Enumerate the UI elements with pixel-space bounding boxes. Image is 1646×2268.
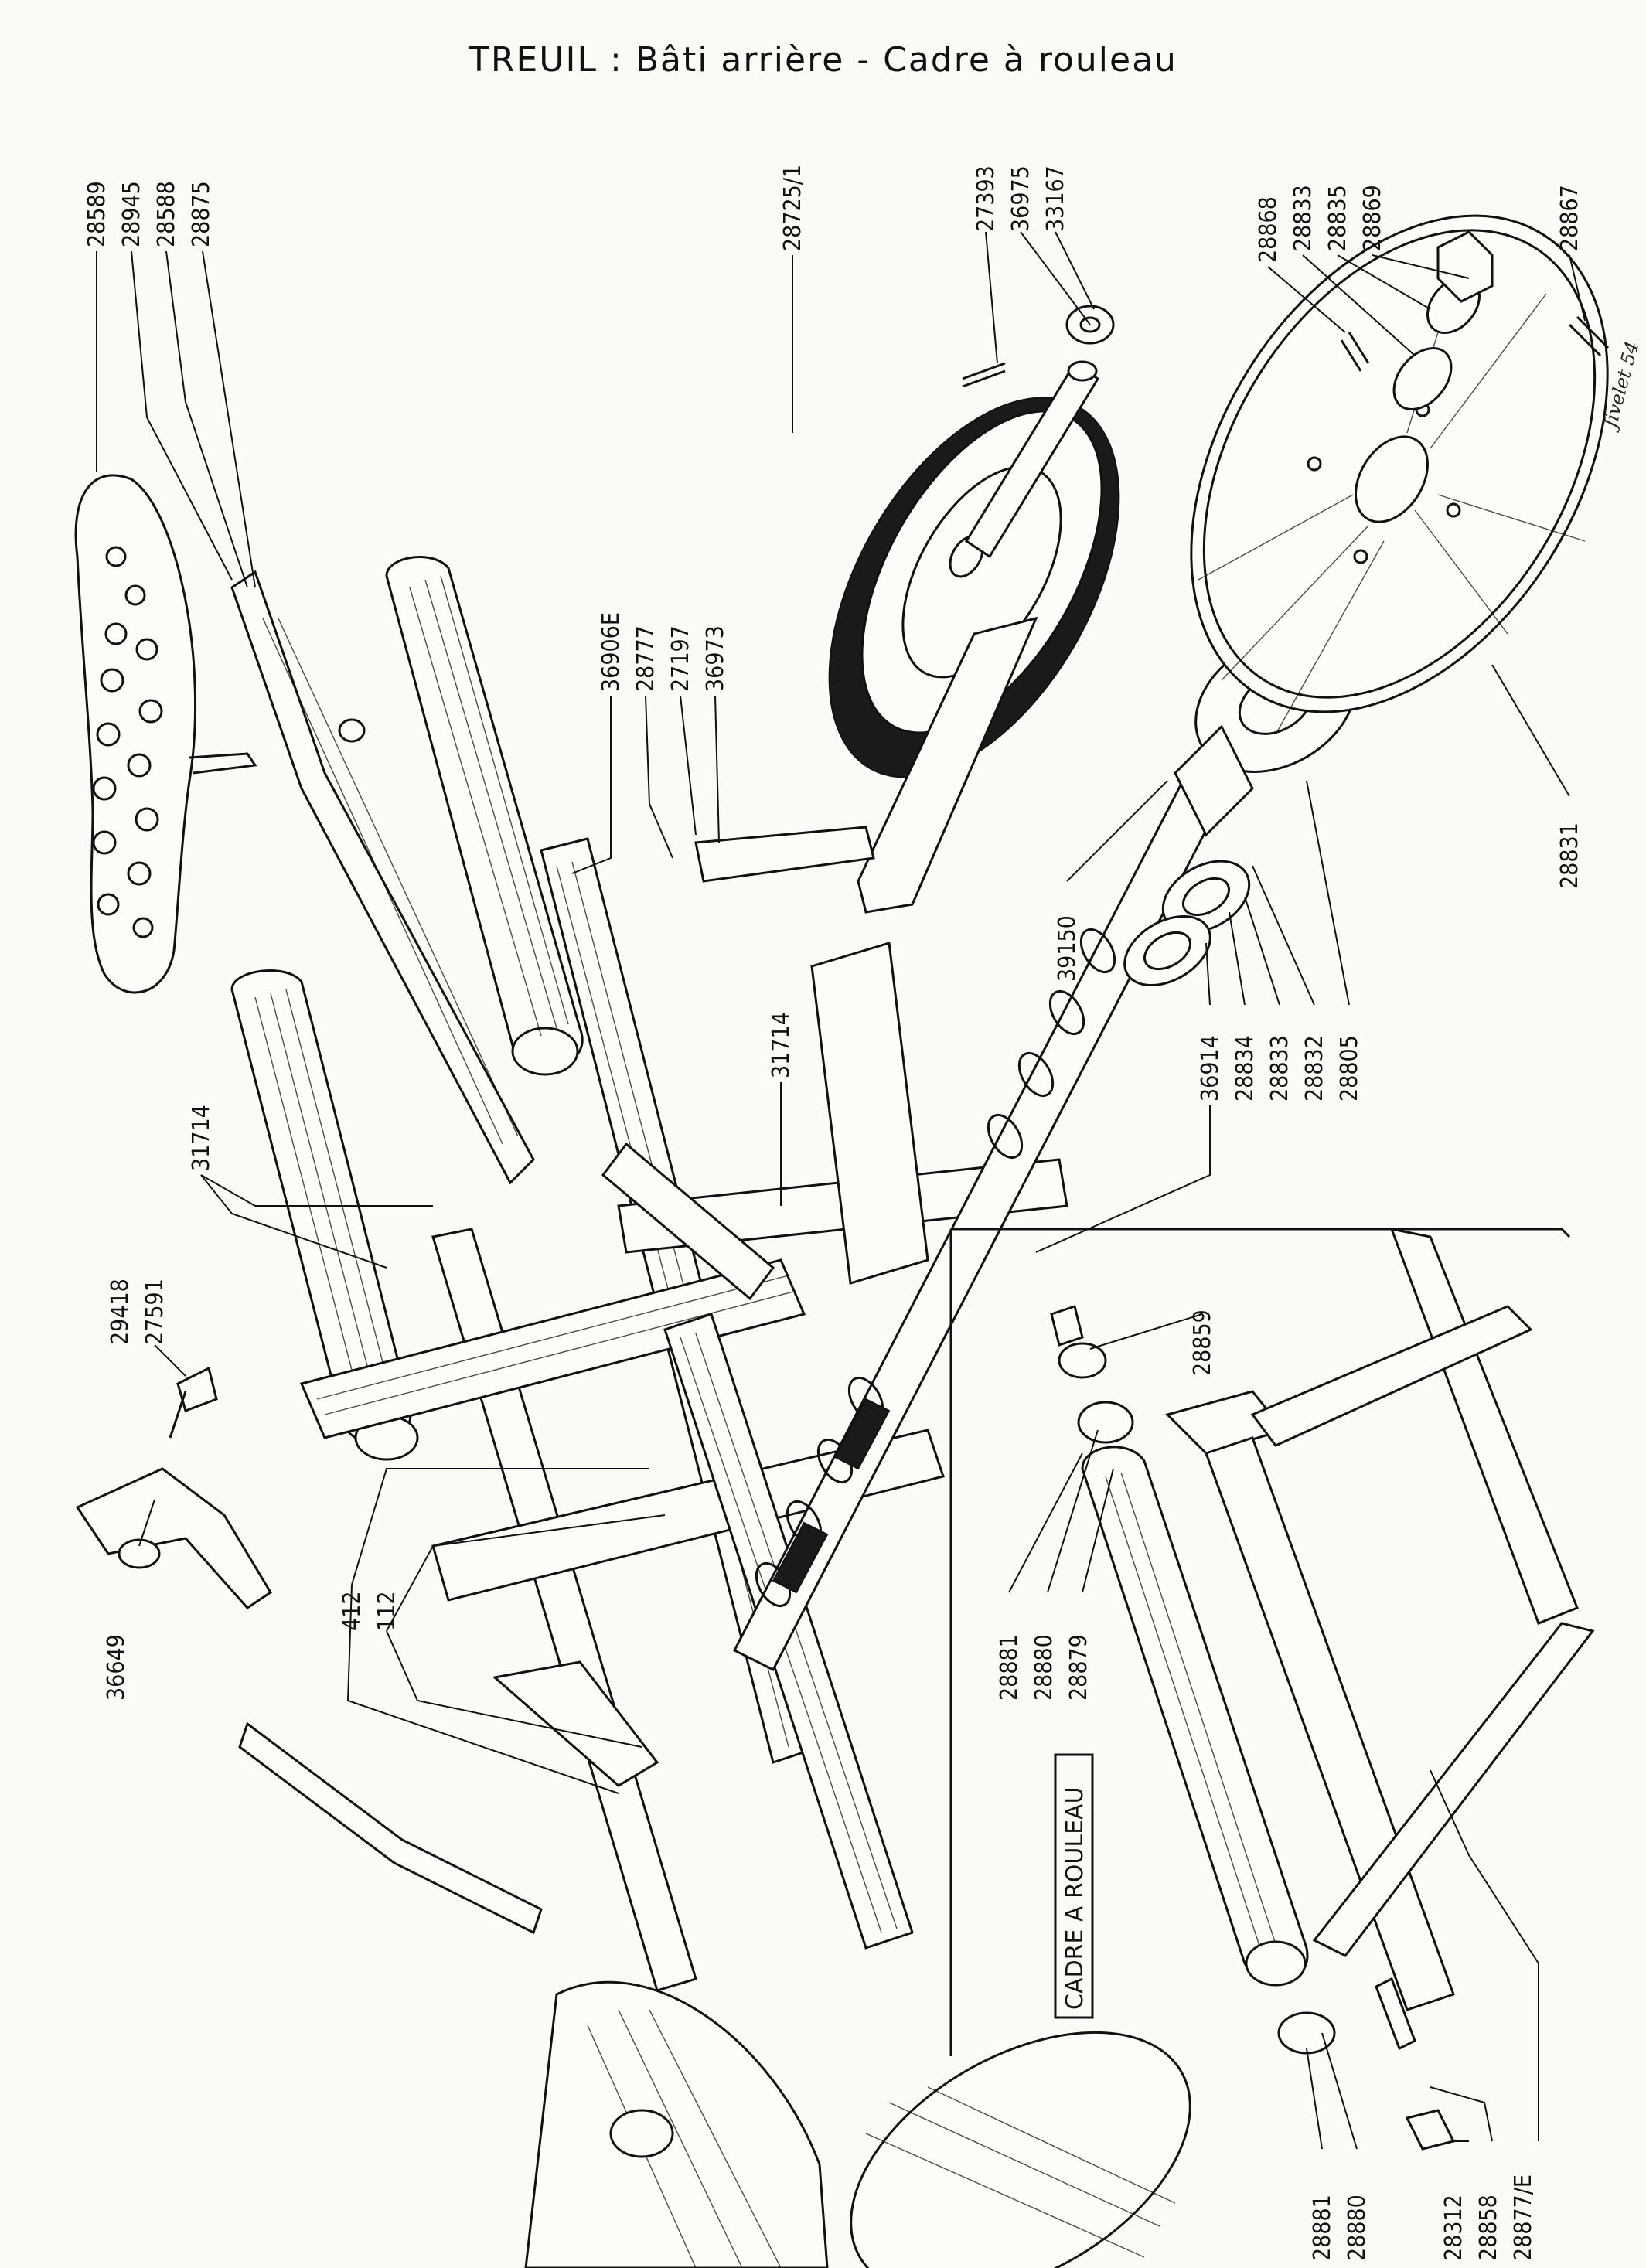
seat-illustration	[74, 474, 257, 994]
part-label: 28833	[1290, 185, 1317, 251]
part-label: 28867	[1556, 185, 1583, 251]
section-label: CADRE A ROULEAU	[1062, 1786, 1089, 2010]
part-label: 36975	[1007, 165, 1034, 232]
part-label: 412	[339, 1591, 366, 1631]
part-label: 28833	[1266, 1035, 1293, 1102]
page-title: TREUIL : Bâti arrière - Cadre à rouleau	[469, 40, 1177, 80]
part-label: 28859	[1189, 1309, 1216, 1376]
upper-tube	[385, 556, 584, 1076]
part-label: 28945	[118, 181, 145, 247]
part-label: 28805	[1336, 1035, 1363, 1102]
part-label: 28588	[153, 181, 180, 247]
part-label: 27591	[141, 1279, 169, 1345]
part-label: 29418	[107, 1279, 134, 1345]
roller-frame	[949, 1228, 1595, 2151]
part-label: 36906E	[598, 612, 625, 692]
part-label: 28858	[1475, 2195, 1502, 2261]
seat-bracket-illustration	[230, 570, 535, 1185]
part-label: 39150	[1054, 915, 1081, 982]
part-label: 28881	[996, 1634, 1023, 1701]
part-label: 28875	[188, 181, 215, 247]
part-label: 28835	[1324, 185, 1351, 251]
small-parts-upper	[338, 305, 1610, 743]
disc-illustration	[1190, 214, 1609, 735]
part-label: 28832	[1301, 1035, 1328, 1102]
part-label: 28834	[1232, 1035, 1259, 1102]
part-label: 28880	[1031, 1634, 1058, 1701]
part-label: 28877/E	[1510, 2174, 1537, 2261]
part-label: 36649	[103, 1634, 130, 1701]
part-label: 36973	[702, 625, 729, 692]
part-label: 28725/1	[779, 165, 806, 251]
part-label: 28868	[1255, 196, 1282, 263]
part-label: 28777	[632, 625, 659, 692]
part-label: 28879	[1065, 1634, 1092, 1701]
section-label-box	[1054, 1753, 1094, 2019]
part-label: 31714	[188, 1105, 215, 1171]
part-label: 31714	[768, 1012, 795, 1078]
part-label: 28869	[1359, 185, 1386, 251]
left-small-parts	[75, 1366, 659, 1935]
part-label: 28880	[1344, 2195, 1371, 2261]
part-label: 28831	[1556, 822, 1583, 889]
part-label: 28589	[83, 181, 111, 247]
part-label: 28881	[1309, 2195, 1336, 2261]
leader-lines	[96, 231, 1586, 2150]
winch-drum	[524, 1980, 1191, 2268]
part-label: 112	[373, 1591, 400, 1631]
part-label: 27197	[667, 625, 694, 692]
part-label: 27393	[973, 165, 1000, 232]
part-label: 33167	[1042, 165, 1069, 232]
part-label: 28312	[1440, 2195, 1467, 2261]
guide-wheel-illustration	[694, 360, 1120, 914]
part-label: 36914	[1197, 1035, 1224, 1102]
